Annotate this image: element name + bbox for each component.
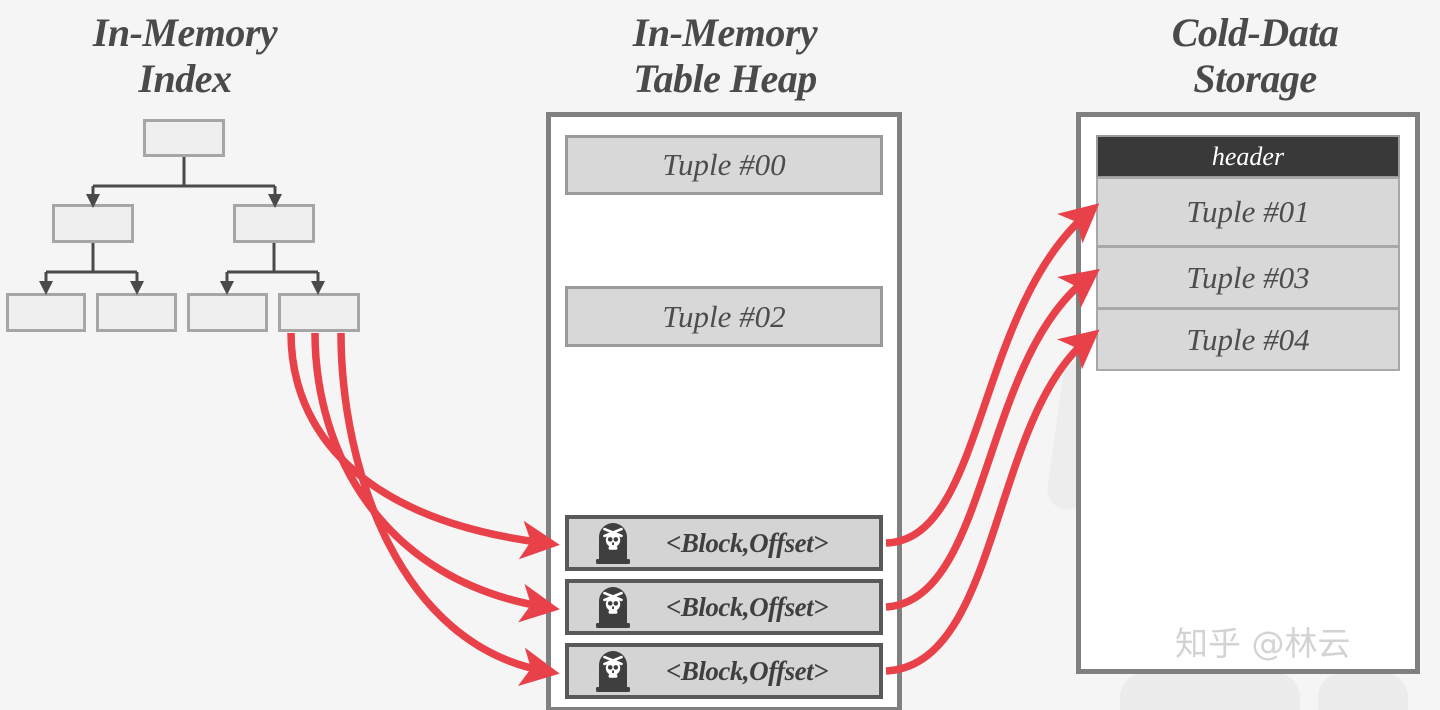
index-leaf-node-3[interactable] <box>187 293 268 332</box>
index-internal-node-right[interactable] <box>233 204 315 243</box>
heap-tuple-label: Tuple #00 <box>662 147 786 182</box>
heap-tuple-label: Tuple #02 <box>662 298 786 334</box>
tombstone-block-offset-label: <Block,Offset> <box>665 527 829 558</box>
cold-storage-tuple-label: Tuple #01 <box>1186 194 1310 229</box>
heap-tombstone-row[interactable]: <Block,Offset> <box>565 579 883 635</box>
arrow-index-to-tombstone-1 <box>287 332 560 560</box>
watermark-blob-decoration <box>1318 672 1408 710</box>
tombstone-icon <box>593 521 633 565</box>
tombstone-block-offset-label: <Block,Offset> <box>665 655 829 686</box>
cold-storage-header-bar: header <box>1096 135 1400 178</box>
tombstone-block-offset-label: <Block,Offset> <box>665 591 829 622</box>
cold-storage-tuple-row[interactable]: Tuple #01 <box>1096 177 1400 247</box>
cold-storage-header-label: header <box>1211 141 1285 171</box>
cold-storage-tuple-row[interactable]: Tuple #03 <box>1096 246 1400 309</box>
tombstone-icon <box>593 585 633 629</box>
arrow-index-to-tombstone-3 <box>337 332 560 686</box>
watermark-text: 知乎 @林云 <box>1175 624 1351 663</box>
column-title-cold-data-storage: Cold-Data Storage <box>1171 10 1339 101</box>
column-title-in-memory-table-heap: In-Memory Table Heap <box>632 10 818 101</box>
index-leaf-node-1[interactable] <box>6 293 86 332</box>
heap-tombstone-row[interactable]: <Block,Offset> <box>565 515 883 571</box>
cold-storage-tuple-label: Tuple #03 <box>1186 259 1310 295</box>
arrow-index-to-tombstone-2 <box>311 332 560 623</box>
tombstone-icon <box>593 649 633 693</box>
index-leaf-node-4[interactable] <box>278 293 360 332</box>
index-root-node[interactable] <box>143 119 225 157</box>
column-title-in-memory-index: In-Memory Index <box>92 10 278 101</box>
heap-tombstone-row[interactable]: <Block,Offset> <box>565 643 883 699</box>
cold-storage-tuple-label: Tuple #04 <box>1186 321 1310 357</box>
heap-tuple-row[interactable]: Tuple #02 <box>565 286 883 347</box>
watermark-blob-decoration <box>1120 672 1300 710</box>
heap-tuple-row[interactable]: Tuple #00 <box>565 135 883 195</box>
index-leaf-node-2[interactable] <box>96 293 177 332</box>
cold-storage-tuple-row[interactable]: Tuple #04 <box>1096 308 1400 371</box>
index-internal-node-left[interactable] <box>52 204 134 243</box>
